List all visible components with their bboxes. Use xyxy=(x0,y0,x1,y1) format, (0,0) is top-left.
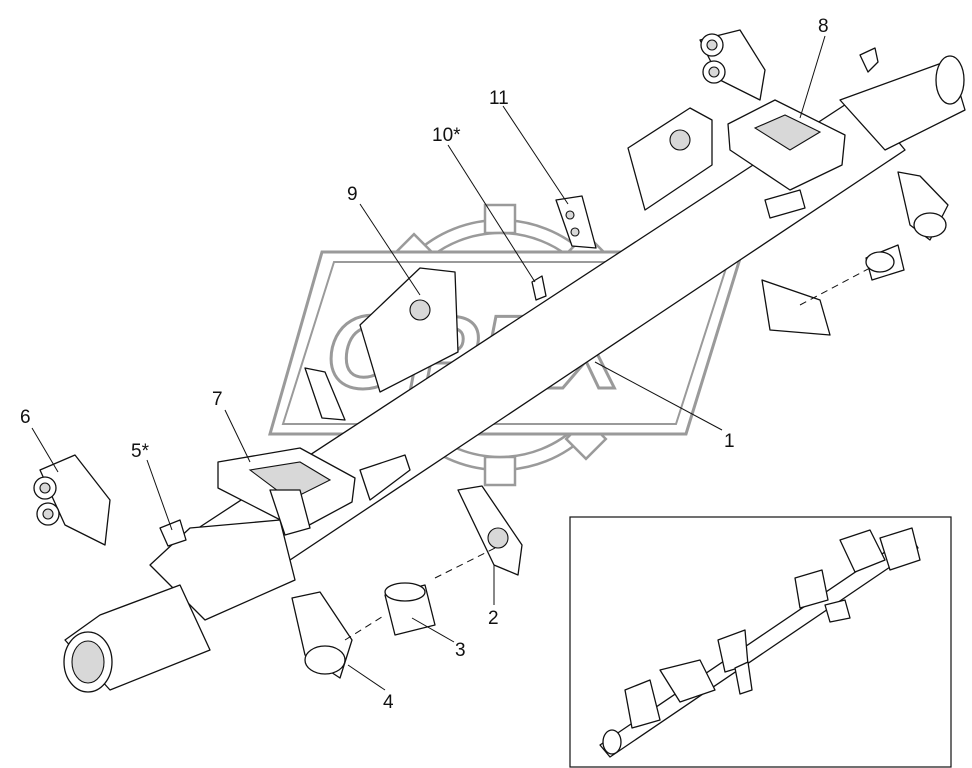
callout-6: 6 xyxy=(20,407,31,428)
part-4-lever xyxy=(291,591,386,679)
upper-mount-plate xyxy=(627,107,713,211)
top-roller-fitting xyxy=(699,29,766,101)
callout-3: 3 xyxy=(455,640,466,661)
inset-overview xyxy=(569,516,952,768)
part-10-clip xyxy=(531,275,547,301)
leader-lines xyxy=(31,35,826,691)
callout-7: 7 xyxy=(212,389,223,410)
callout-5: 5* xyxy=(131,441,150,462)
callout-10: 10* xyxy=(432,125,461,146)
part-8-bracket xyxy=(727,99,846,219)
right-lever-assembly xyxy=(761,171,949,336)
part-6-roller-fitting xyxy=(33,454,111,546)
part-3-bushing xyxy=(384,547,496,636)
part-2-cover-plate xyxy=(457,485,523,576)
callout-1: 1 xyxy=(724,431,735,452)
callout-labels: 1 2 3 4 5* 6 7 8 9 10* 11 xyxy=(20,16,829,713)
callout-2: 2 xyxy=(488,608,499,629)
callout-8: 8 xyxy=(818,16,829,37)
small-clip-top xyxy=(859,47,879,73)
callout-9: 9 xyxy=(347,184,358,205)
part-11-bracket xyxy=(555,195,597,249)
callout-11: 11 xyxy=(489,88,509,109)
lower-clip-bracket xyxy=(304,367,346,421)
part-7-bracket xyxy=(217,447,411,536)
part-5-clip xyxy=(159,519,187,547)
callout-4: 4 xyxy=(383,692,394,713)
part-9-plate xyxy=(359,267,459,393)
